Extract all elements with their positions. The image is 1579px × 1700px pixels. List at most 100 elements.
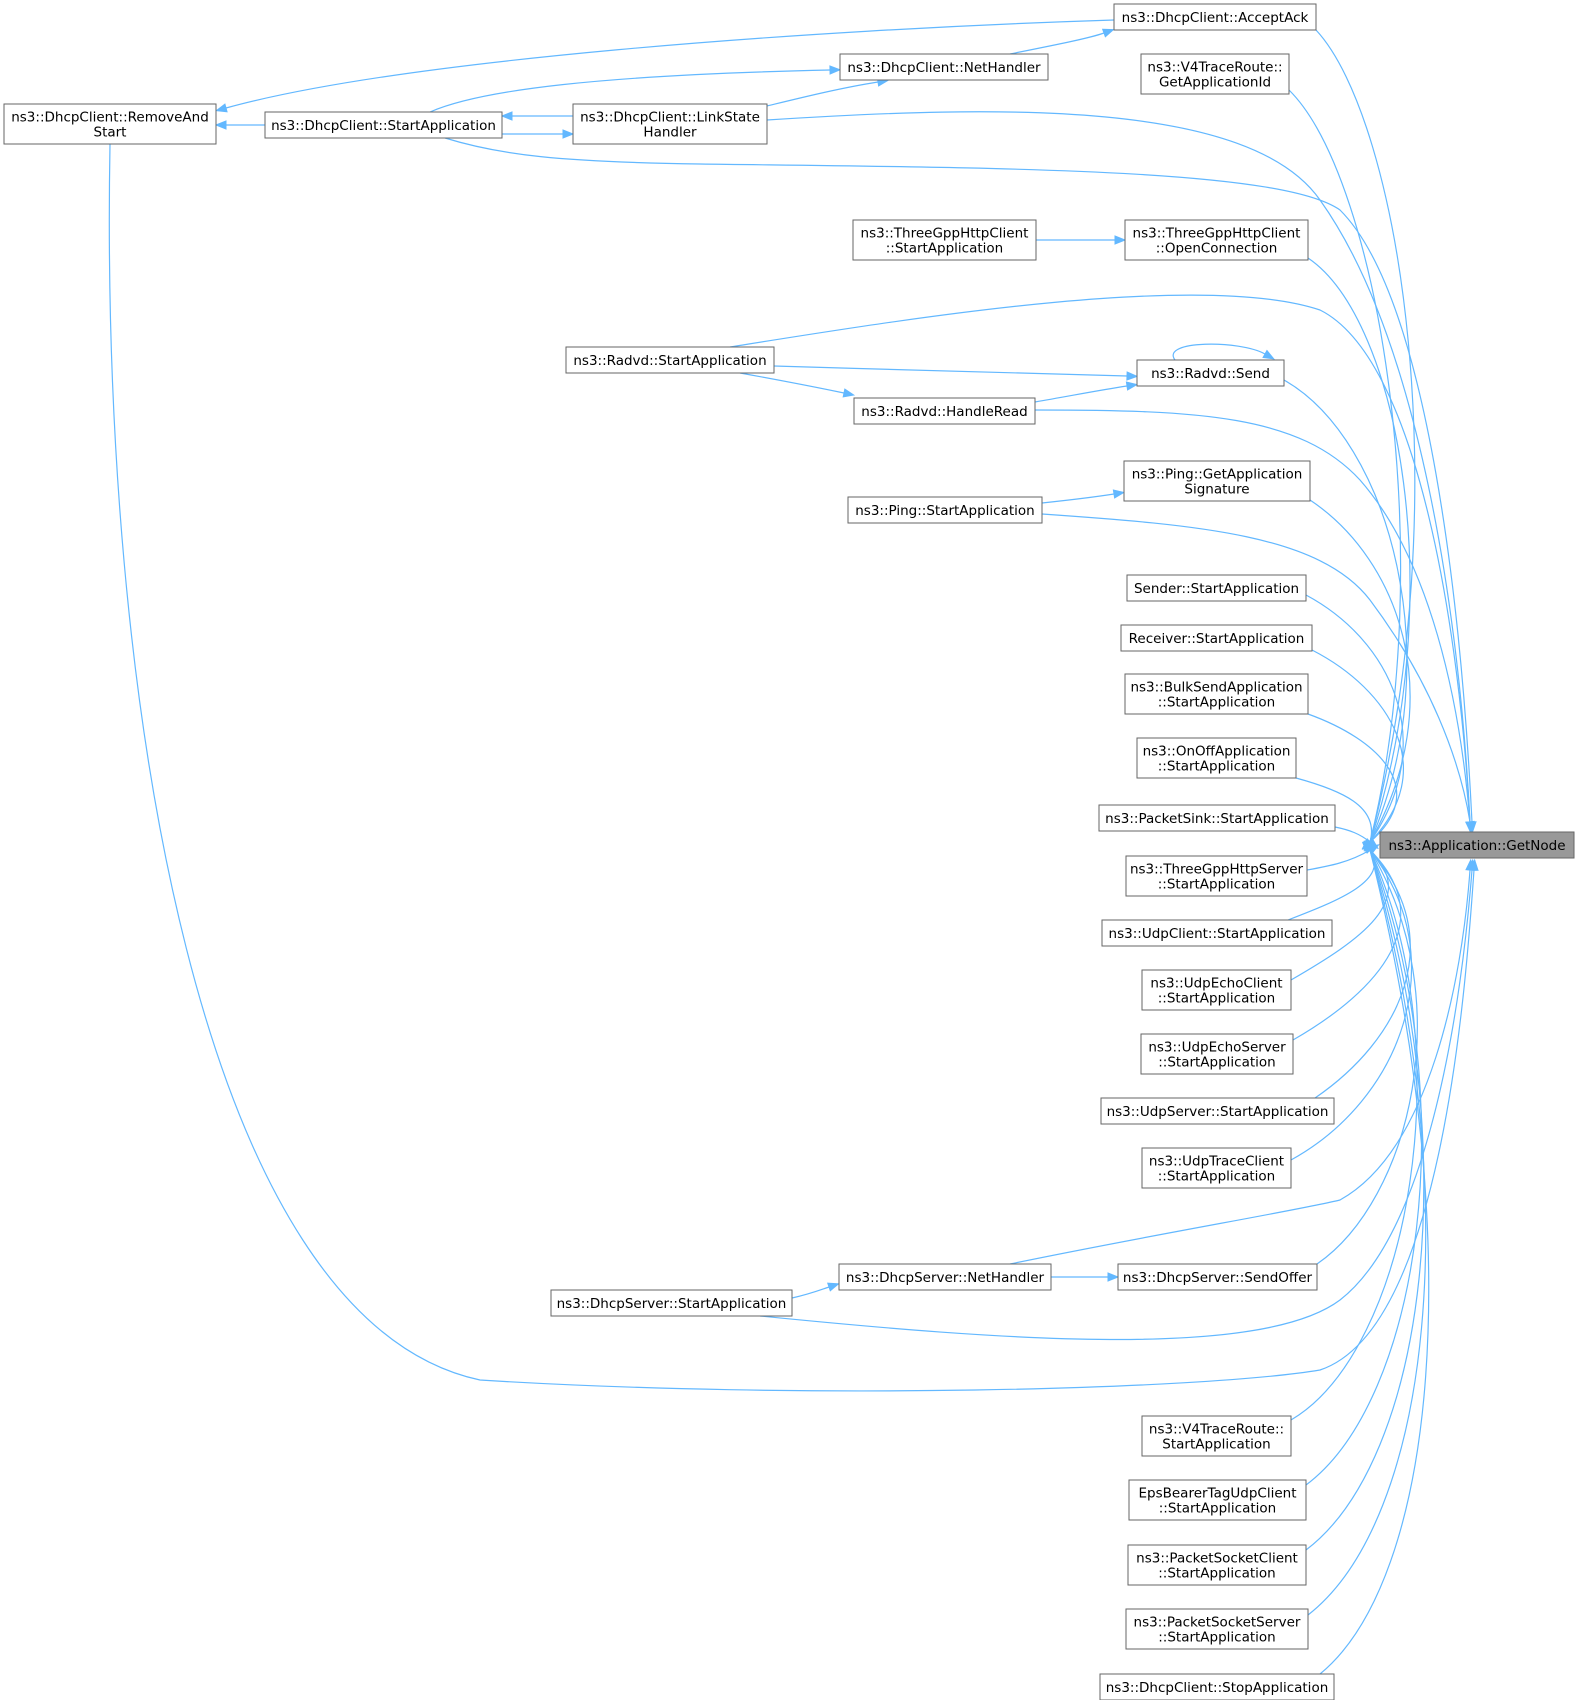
- node-dhcpc-acceptack[interactable]: ns3::DhcpClient::AcceptAck: [1113, 3, 1317, 31]
- node-box: [1379, 831, 1575, 859]
- node-dhcpc-stop[interactable]: ns3::DhcpClient::StopApplication: [1099, 1673, 1335, 1700]
- node-box: [1127, 1544, 1307, 1586]
- node-dhcpc-startapp[interactable]: ns3::DhcpClient::StartApplication: [264, 111, 503, 139]
- node-dhcps-nethandler[interactable]: ns3::DhcpServer::NetHandler: [838, 1263, 1052, 1291]
- node-label: EpsBearerTagUdpClient: [1138, 1486, 1296, 1502]
- node-get-node[interactable]: ns3::Application::GetNode: [1379, 831, 1575, 859]
- edge-dhcpc_removeandstart-to-get_node: [108, 143, 1479, 1392]
- edge-dhcpc_startapp-to-dhcpc_linkstate: [502, 129, 575, 139]
- arrowhead: [214, 120, 227, 130]
- node-label: ns3::Radvd::Send: [1151, 366, 1270, 382]
- node-box: [853, 397, 1036, 425]
- node-udpserver-start[interactable]: ns3::UdpServer::StartApplication: [1100, 1097, 1335, 1125]
- node-threegpp-client-start[interactable]: ns3::ThreeGppHttpClient::StartApplicatio…: [852, 219, 1037, 261]
- edge-line: [1290, 849, 1413, 1161]
- edge-dhcpc_startapp-to-dhcpc_nethandler: [429, 65, 842, 113]
- node-packetsocketserver-start[interactable]: ns3::PacketSocketServer::StartApplicatio…: [1125, 1608, 1309, 1650]
- node-udptraceclient-start[interactable]: ns3::UdpTraceClient::StartApplication: [1141, 1147, 1292, 1189]
- arrowhead: [1112, 489, 1126, 499]
- edge-ping_getsig-to-get_node: [1309, 499, 1411, 852]
- node-ping-start[interactable]: ns3::Ping::StartApplication: [847, 496, 1043, 524]
- edge-dhcpc_nethandler-to-dhcpc_acceptack: [1009, 28, 1115, 55]
- node-box: [838, 1263, 1052, 1291]
- node-label: ::StartApplication: [886, 241, 1004, 257]
- arrowhead: [1114, 235, 1127, 245]
- edge-line: [1034, 385, 1128, 403]
- node-box: [1141, 1415, 1292, 1457]
- edge-line: [444, 137, 1473, 823]
- node-epsbearer-start[interactable]: EpsBearerTagUdpClient::StartApplication: [1128, 1479, 1307, 1521]
- node-box: [1141, 969, 1292, 1011]
- arrowhead: [1125, 381, 1139, 391]
- node-threegpp-server-start[interactable]: ns3::ThreeGppHttpServer::StartApplicatio…: [1125, 855, 1308, 897]
- node-packetsink-start[interactable]: ns3::PacketSink::StartApplication: [1098, 804, 1336, 832]
- edge-line: [739, 372, 845, 394]
- node-label: GetApplicationId: [1159, 75, 1271, 91]
- node-radvd-handleread[interactable]: ns3::Radvd::HandleRead: [853, 397, 1036, 425]
- node-onoff-start[interactable]: ns3::OnOffApplication::StartApplication: [1136, 737, 1297, 779]
- node-label: ns3::Ping::GetApplication: [1132, 467, 1303, 483]
- node-label: ns3::DhcpClient::RemoveAnd: [11, 110, 209, 126]
- node-label: ns3::ThreeGppHttpClient: [861, 226, 1029, 242]
- node-sender-start[interactable]: Sender::StartApplication: [1126, 574, 1307, 602]
- edge-dhcpc_acceptack-to-get_node: [1315, 29, 1416, 853]
- node-label: ::StartApplication: [1159, 1501, 1277, 1517]
- node-box: [1141, 1147, 1292, 1189]
- node-dhcpc-nethandler[interactable]: ns3::DhcpClient::NetHandler: [839, 53, 1049, 81]
- node-dhcps-start[interactable]: ns3::DhcpServer::StartApplication: [550, 1289, 793, 1317]
- node-label: ns3::DhcpClient::StopApplication: [1106, 1680, 1329, 1696]
- edge-dhcpc_startapp-to-dhcpc_removeandstart: [214, 120, 266, 130]
- node-box: [1113, 3, 1317, 31]
- node-box: [572, 103, 768, 145]
- edge-line: [1295, 777, 1373, 843]
- node-radvd-send[interactable]: ns3::Radvd::Send: [1136, 359, 1285, 387]
- node-v4tr-start[interactable]: ns3::V4TraceRoute::StartApplication: [1141, 1415, 1292, 1457]
- arrowhead: [1126, 371, 1139, 381]
- edge-dhcpc_linkstate-to-dhcpc_nethandler: [766, 77, 890, 107]
- edge-line: [766, 111, 1471, 823]
- edge-line: [773, 365, 1128, 377]
- node-label: ns3::DhcpClient::LinkState: [580, 110, 760, 126]
- edge-line: [1305, 849, 1423, 1486]
- node-label: ns3::V4TraceRoute::: [1147, 60, 1282, 76]
- node-threegpp-client-open[interactable]: ns3::ThreeGppHttpClient::OpenConnection: [1124, 219, 1309, 261]
- node-radvd-start[interactable]: ns3::Radvd::StartApplication: [565, 346, 775, 374]
- node-label: ns3::PacketSink::StartApplication: [1105, 811, 1329, 827]
- edge-radvd_send-to-get_node: [1283, 379, 1408, 853]
- edge-dhcps_sendoffer-to-get_node: [1316, 840, 1418, 1265]
- node-label: ns3::OnOffApplication: [1143, 744, 1291, 760]
- edge-line: [729, 294, 1471, 823]
- node-receiver-start[interactable]: Receiver::StartApplication: [1120, 624, 1313, 652]
- node-box: [1099, 1673, 1335, 1700]
- node-udpechoserver-start[interactable]: ns3::UdpEchoServer::StartApplication: [1140, 1033, 1294, 1075]
- edge-line: [1290, 849, 1418, 1421]
- node-box: [1136, 737, 1297, 779]
- arrowhead: [1262, 349, 1275, 360]
- node-udpechoclient-start[interactable]: ns3::UdpEchoClient::StartApplication: [1141, 969, 1292, 1011]
- node-box: [550, 1289, 793, 1317]
- edge-line: [1307, 257, 1411, 843]
- edge-line: [766, 81, 879, 107]
- node-box: [1125, 1608, 1309, 1650]
- node-label: Receiver::StartApplication: [1129, 631, 1305, 647]
- edge-line: [1314, 849, 1411, 1099]
- node-dhcps-sendoffer[interactable]: ns3::DhcpServer::SendOffer: [1117, 1263, 1318, 1291]
- node-label: ::StartApplication: [1158, 759, 1276, 775]
- arrowhead: [500, 111, 513, 121]
- node-packetsocketclient-start[interactable]: ns3::PacketSocketClient::StartApplicatio…: [1127, 1544, 1307, 1586]
- edge-line: [1319, 849, 1430, 1675]
- edge-line: [1009, 869, 1471, 1265]
- node-label: ns3::Ping::StartApplication: [855, 503, 1035, 519]
- node-bulksend-start[interactable]: ns3::BulkSendApplication::StartApplicati…: [1124, 673, 1309, 715]
- node-v4tr-getappid[interactable]: ns3::V4TraceRoute::GetApplicationId: [1140, 53, 1290, 95]
- node-udpclient-start[interactable]: ns3::UdpClient::StartApplication: [1101, 919, 1333, 947]
- node-label: ns3::PacketSocketClient: [1136, 1551, 1298, 1567]
- arrowhead: [1465, 820, 1475, 834]
- edge-line: [1306, 849, 1371, 871]
- edge-line: [791, 1286, 830, 1299]
- edge-radvd_start-to-radvd_send: [773, 365, 1139, 381]
- node-label: ns3::DhcpServer::SendOffer: [1123, 1270, 1313, 1286]
